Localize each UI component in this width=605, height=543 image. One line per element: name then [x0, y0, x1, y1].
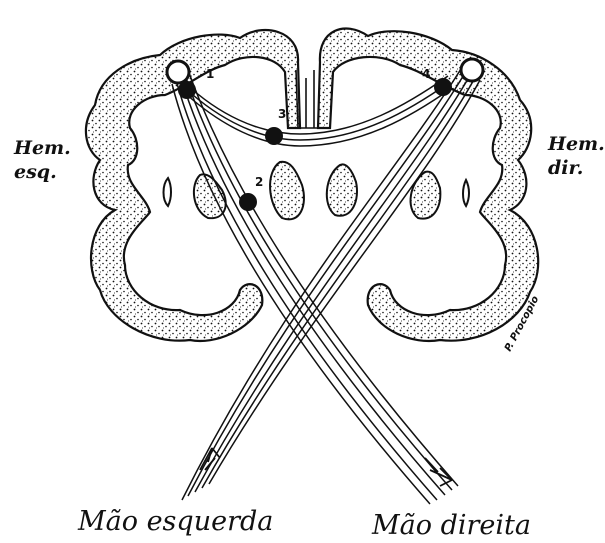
left-origin-circle [167, 61, 189, 83]
left-hemisphere-label-line2: esq. [14, 161, 57, 183]
marker-label-4: 4 [422, 67, 430, 81]
right-hemisphere-label-line2: dir. [548, 157, 583, 179]
arrow-right-hand [425, 458, 452, 486]
right-hemisphere-label-line1: Hem. [547, 133, 605, 155]
tract-right-cortex-to-left-hand [182, 64, 480, 500]
right-origin-circle [461, 59, 483, 81]
marker-label-2: 2 [255, 175, 263, 189]
marker-dot-4 [434, 78, 452, 96]
marker-label-3: 3 [278, 107, 286, 121]
left-hand-label: Mão esquerda [77, 506, 273, 537]
marker-dot-1 [178, 81, 196, 99]
left-hemisphere-label-line1: Hem. [13, 137, 71, 159]
right-basal-ganglia [411, 172, 469, 219]
marker-dot-3 [265, 127, 283, 145]
right-hand-label: Mão direita [371, 510, 531, 538]
left-basal-ganglia [164, 162, 304, 220]
left-hemisphere-cortex [86, 30, 300, 341]
ventricles [327, 164, 357, 215]
marker-label-1: 1 [206, 67, 214, 81]
marker-dot-2 [239, 193, 257, 211]
